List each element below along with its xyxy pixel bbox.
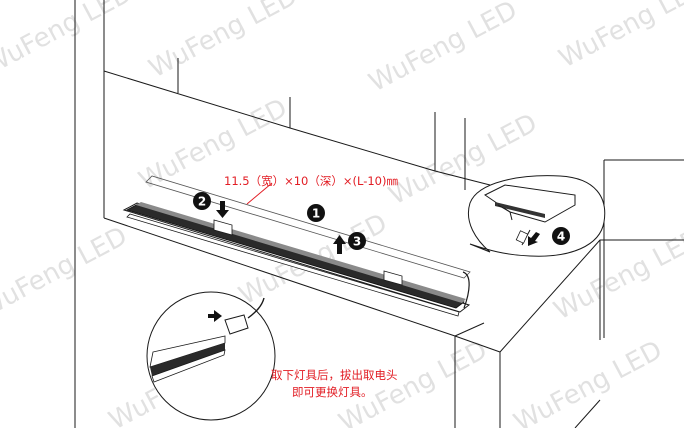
led-strip-light	[122, 202, 471, 317]
step-1: 1	[307, 204, 325, 222]
dimension-leader	[246, 182, 273, 205]
step-number: 2	[198, 195, 206, 209]
dimension-label: 11.5（宽）×10（深）×(L-10)㎜	[224, 174, 398, 188]
step-3: 3	[333, 232, 366, 254]
note-line: 取下灯具后，拔出取电头	[271, 368, 398, 382]
plug-detail-circle	[146, 291, 276, 421]
replacement-note: 取下灯具后，拔出取电头 即可更换灯具。	[271, 368, 398, 399]
arrow-down-icon	[216, 201, 229, 218]
power-plug	[515, 230, 529, 244]
arrow-up-icon	[333, 235, 346, 254]
plug-connector	[224, 314, 249, 335]
watermark-text: WuFeng LED	[0, 0, 137, 81]
cabinet-outline	[74, 0, 684, 428]
step-number: 3	[353, 235, 361, 249]
mounting-clip-left	[213, 219, 233, 236]
watermark-text: WuFeng LED	[364, 0, 522, 98]
watermark-text: WuFeng LED	[144, 0, 302, 84]
step-number: 4	[557, 230, 565, 244]
plug-wire	[247, 297, 265, 319]
note-line: 即可更换灯具。	[292, 385, 373, 399]
connector-detail-bubble: 4	[468, 175, 606, 257]
arrow-pull-icon	[528, 232, 540, 246]
mounting-clip-right	[383, 270, 403, 286]
watermark-text: WuFeng LED	[0, 221, 132, 324]
power-cable	[462, 271, 470, 309]
step-4	[552, 227, 570, 245]
step-number: 1	[312, 207, 320, 221]
step-2: 2	[193, 192, 229, 218]
watermark-text: WuFeng LED	[554, 0, 684, 74]
arrow-right-icon	[208, 310, 222, 322]
watermark-text: WuFeng LED	[509, 335, 667, 428]
